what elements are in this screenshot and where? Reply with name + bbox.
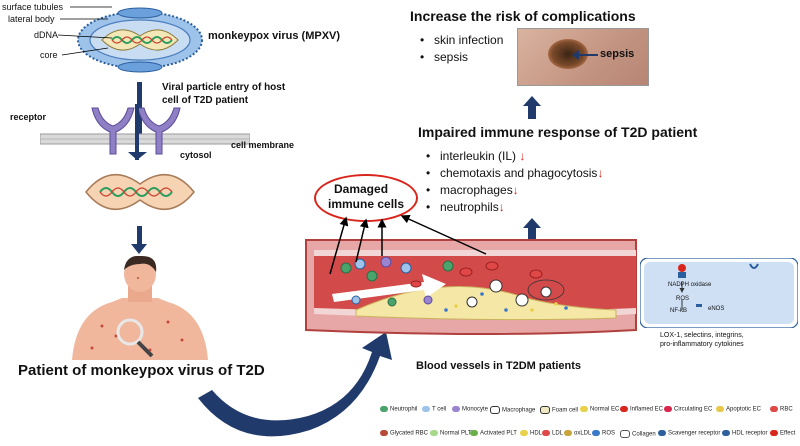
label-surface-tubules: surface tubules <box>2 2 64 12</box>
legend-macrophage: Macrophage <box>490 406 535 414</box>
legend-hdl-receptor: HDL receptor <box>722 430 767 437</box>
immune-title: Impaired immune response of T2D patient <box>418 124 698 140</box>
legend-normal-ec: Normal EC <box>580 406 619 413</box>
immune-item-0: interleukin (IL) ↓ <box>426 148 603 165</box>
patient-figure <box>72 256 208 360</box>
sepsis-pointer-arrow <box>578 54 598 56</box>
label-enos: eNOS <box>708 306 725 312</box>
label-nadph: NADPH oxidase <box>668 282 712 288</box>
legend-foam-cell: Foam cell <box>540 406 578 414</box>
legend-circulating-ec: Circulating EC <box>664 406 712 413</box>
damaged-line1: Damaged <box>334 182 389 196</box>
legend-inflamed-ec: Inflamed EC <box>620 406 663 413</box>
legend-effect: Effect <box>770 430 795 437</box>
viral-core-in-cell <box>85 173 195 211</box>
legend-oxldl: oxLDL <box>564 430 591 437</box>
legend-apoptotic-ec: Apoptotic EC <box>716 406 761 413</box>
label-cytosol: cytosol <box>180 150 212 160</box>
legend-rbc: RBC <box>770 406 793 413</box>
legend-tcell: T cell <box>422 406 446 413</box>
endothelial-inset <box>640 258 798 328</box>
entry-text-line2: cell of T2D patient <box>162 95 249 106</box>
arrow-down-core-head <box>131 244 147 254</box>
arrow-up-complications <box>523 96 541 106</box>
arrow-up-immune-shaft <box>528 227 536 241</box>
patient-caption: Patient of monkeypox virus of T2D <box>18 362 265 379</box>
legend-neutrophil: Neutrophil <box>380 406 417 413</box>
legend-monocyte: Monocyte <box>452 406 488 413</box>
legend-scavenger-receptor: Scavenger receptor <box>658 430 720 437</box>
label-dDNA: dDNA <box>34 30 59 40</box>
result-line2: pro-inflammatory cytokines <box>660 341 744 348</box>
legend-activated-plt: Activated PLT <box>470 430 517 437</box>
entry-text-line1: Viral particle entry of host <box>162 82 286 93</box>
legend-normal-plt: Normal PLT <box>430 430 472 437</box>
arrow-down-core <box>137 226 142 246</box>
curved-arrow <box>198 332 392 437</box>
legend-glycated-rbc: Glycated RBC <box>380 430 428 437</box>
result-line1: LOX-1, selectins, integrins, <box>660 332 744 339</box>
sepsis-pointer-arrow-head <box>572 50 579 60</box>
label-nfkb: NF-kB <box>670 308 687 314</box>
cell-membrane <box>40 104 250 160</box>
immune-item-2: macrophages↓ <box>426 182 603 199</box>
sepsis-photo-label: sepsis <box>600 48 635 60</box>
complications-title: Increase the risk of complications <box>410 8 636 24</box>
arrow-up-immune <box>523 218 541 228</box>
immune-item-3: neutrophils↓ <box>426 199 603 216</box>
legend: Neutrophil T cell Monocyte Macrophage Fo… <box>370 400 800 446</box>
virus-label-arrows <box>57 6 113 56</box>
legend-ros: ROS <box>592 430 615 437</box>
complication-item-0: skin infection <box>420 32 503 49</box>
legend-collagen: Collagen <box>620 430 656 438</box>
label-core: core <box>40 50 58 60</box>
complication-item-1: sepsis <box>420 49 503 66</box>
complications-list: skin infection sepsis <box>420 32 503 66</box>
legend-ldl: LDL <box>542 430 563 437</box>
legend-hdl: HDL <box>520 430 542 437</box>
label-membrane: cell membrane <box>231 140 295 150</box>
sepsis-photo <box>517 28 649 86</box>
immune-list: interleukin (IL) ↓ chemotaxis and phagoc… <box>426 148 603 216</box>
label-lateral-body: lateral body <box>8 14 55 24</box>
damaged-pointer-arrows <box>329 214 487 275</box>
damaged-line2: immune cells <box>328 197 405 211</box>
vessel-caption: Blood vessels in T2DM patients <box>416 360 582 372</box>
label-receptor: receptor <box>10 112 47 122</box>
blood-vessel <box>305 239 637 335</box>
virus-name: monkeypox virus (MPXV) <box>208 30 341 42</box>
virus-diagram <box>77 7 203 73</box>
label-ros: ROS <box>676 296 690 302</box>
immune-item-1: chemotaxis and phagocytosis↓ <box>426 165 603 182</box>
arrow-up-complications-shaft <box>528 105 536 119</box>
